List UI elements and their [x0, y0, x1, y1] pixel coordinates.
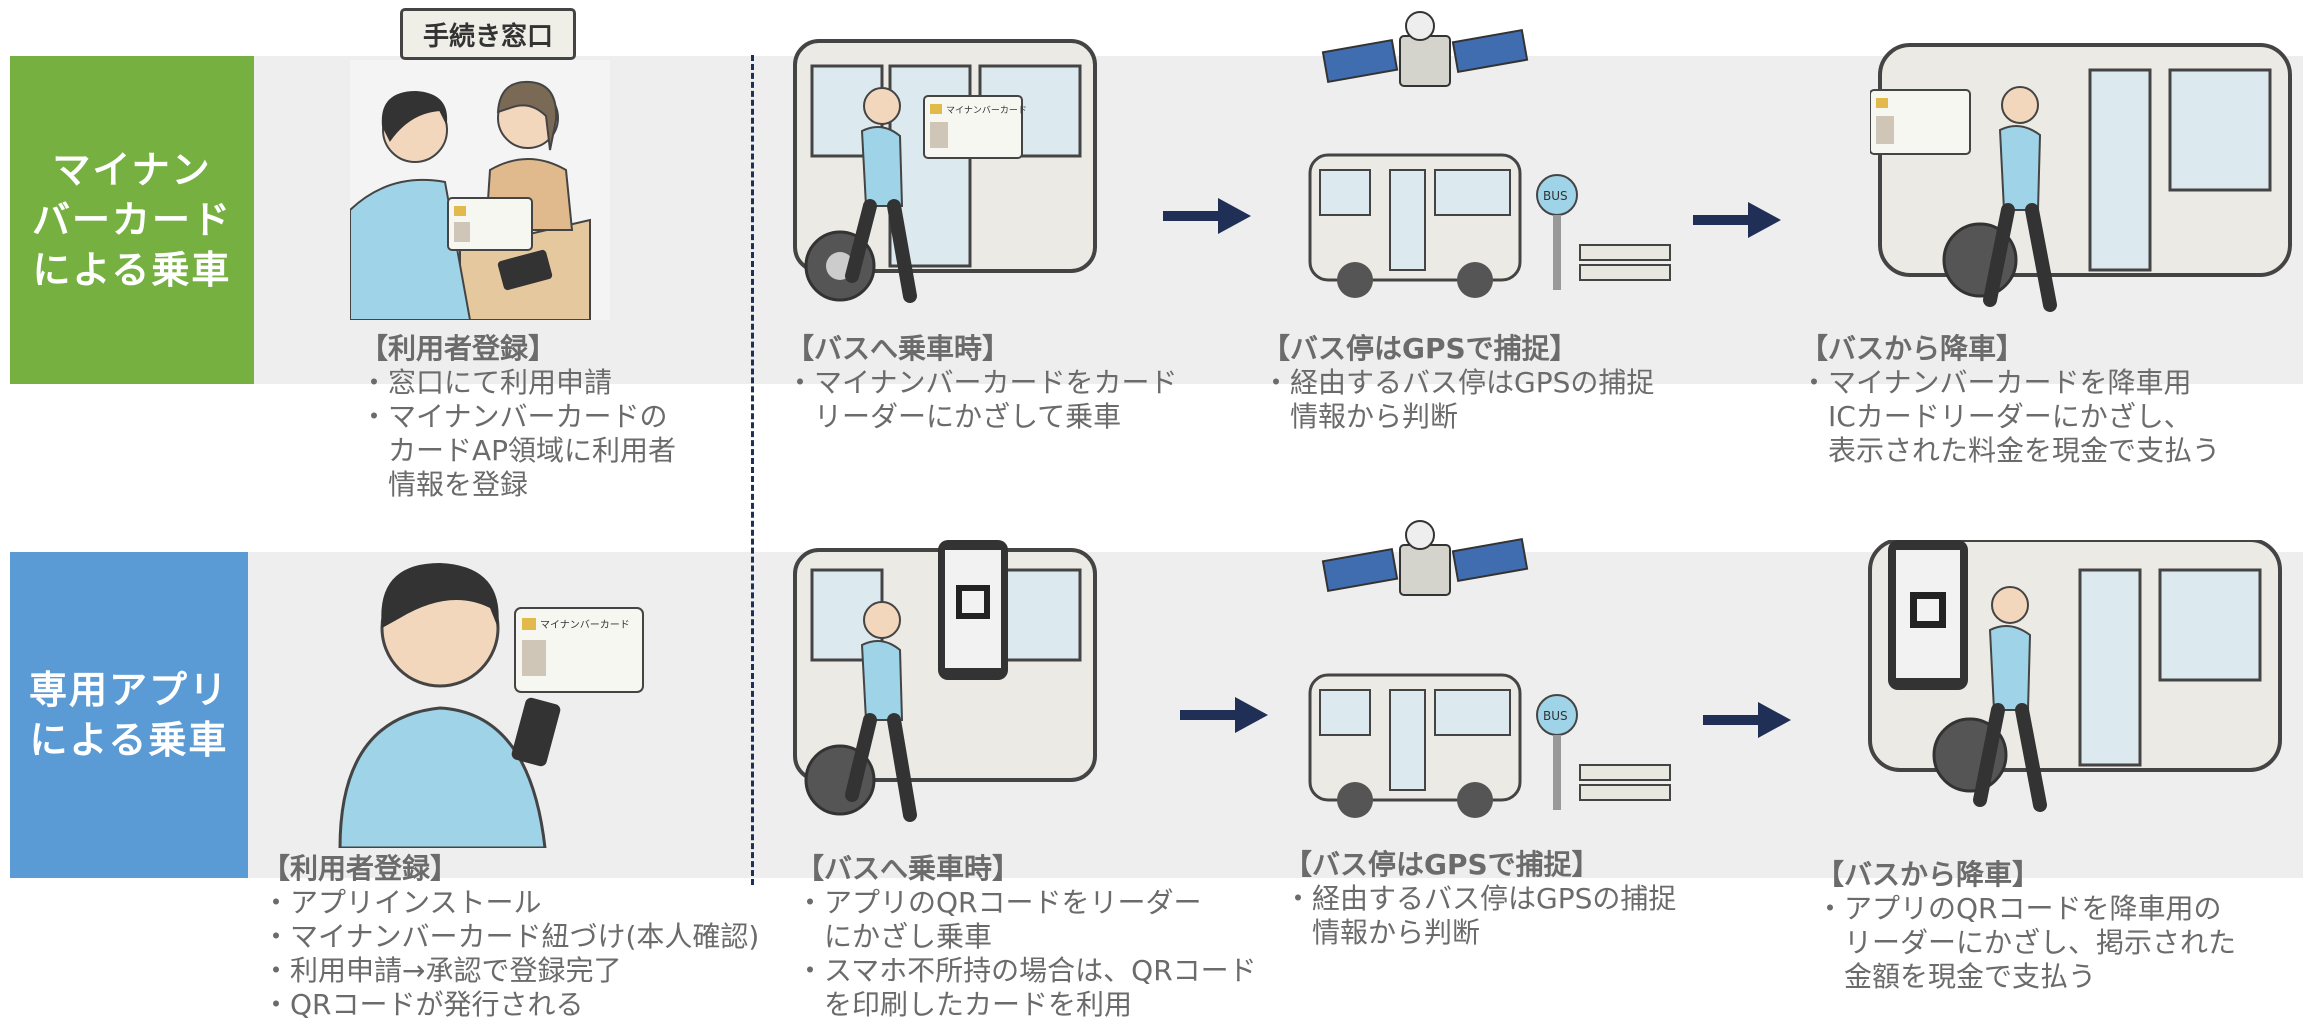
step-caption-gps: 【バス停はGPSで捕捉】 ・経由するバス停はGPSの捕捉 情報から判断	[1284, 848, 1677, 949]
app-registration-illustration: マイナンバーカード	[338, 563, 644, 848]
counter-registration-illustration	[350, 60, 610, 320]
arrow-icon	[1180, 697, 1268, 733]
step-caption-registration: 【利用者登録】 ・窓口にて利用申請 ・マイナンバーカードの カードAP領域に利用…	[360, 332, 677, 501]
svg-text:BUS: BUS	[1543, 189, 1568, 203]
svg-text:マイナンバーカード: マイナンバーカード	[540, 619, 630, 631]
counter-sign: 手続き窓口	[400, 8, 576, 60]
arrow-icon	[1693, 202, 1781, 238]
svg-text:マイナンバーカード: マイナンバーカード	[946, 105, 1027, 116]
row2-label: 専用アプリ による乗車	[10, 552, 248, 878]
bus-at-stop-illustration: BUS	[1308, 153, 1671, 298]
step-caption-alighting: 【バスから降車】 ・マイナンバーカードを降車用 ICカードリーダーにかざし、 表…	[1800, 332, 2221, 467]
gps-satellite-icon	[1321, 11, 1529, 87]
step-caption-gps: 【バス停はGPSで捕捉】 ・経由するバス停はGPSの捕捉 情報から判断	[1262, 332, 1655, 433]
step-caption-boarding: 【バスへ乗車時】 ・マイナンバーカードをカード リーダーにかざして乗車	[786, 332, 1178, 433]
arrow-icon	[1163, 198, 1251, 234]
bus-alighting-app-illustration	[1868, 540, 2282, 812]
gps-satellite-icon	[1321, 520, 1529, 596]
step-caption-boarding: 【バスへ乗車時】 ・アプリのQRコードをリーダー にかざし乗車 ・スマホ不所持の…	[796, 852, 1257, 1021]
bus-boarding-app-illustration	[793, 540, 1097, 822]
section-divider	[751, 55, 754, 885]
step-caption-registration: 【利用者登録】 ・アプリインストール ・マイナンバーカード紐づけ(本人確認) ・…	[262, 852, 760, 1021]
bus-at-stop-illustration: BUS	[1308, 673, 1671, 818]
svg-text:BUS: BUS	[1543, 709, 1568, 723]
arrow-icon	[1703, 702, 1791, 738]
step-caption-alighting: 【バスから降車】 ・アプリのQRコードを降車用の リーダーにかざし、掲示された …	[1816, 858, 2237, 993]
row1-label: マイナン バーカード による乗車	[10, 56, 254, 384]
bus-boarding-card-illustration: マイナンバーカード	[793, 39, 1097, 303]
bus-alighting-card-illustration	[1870, 43, 2292, 312]
